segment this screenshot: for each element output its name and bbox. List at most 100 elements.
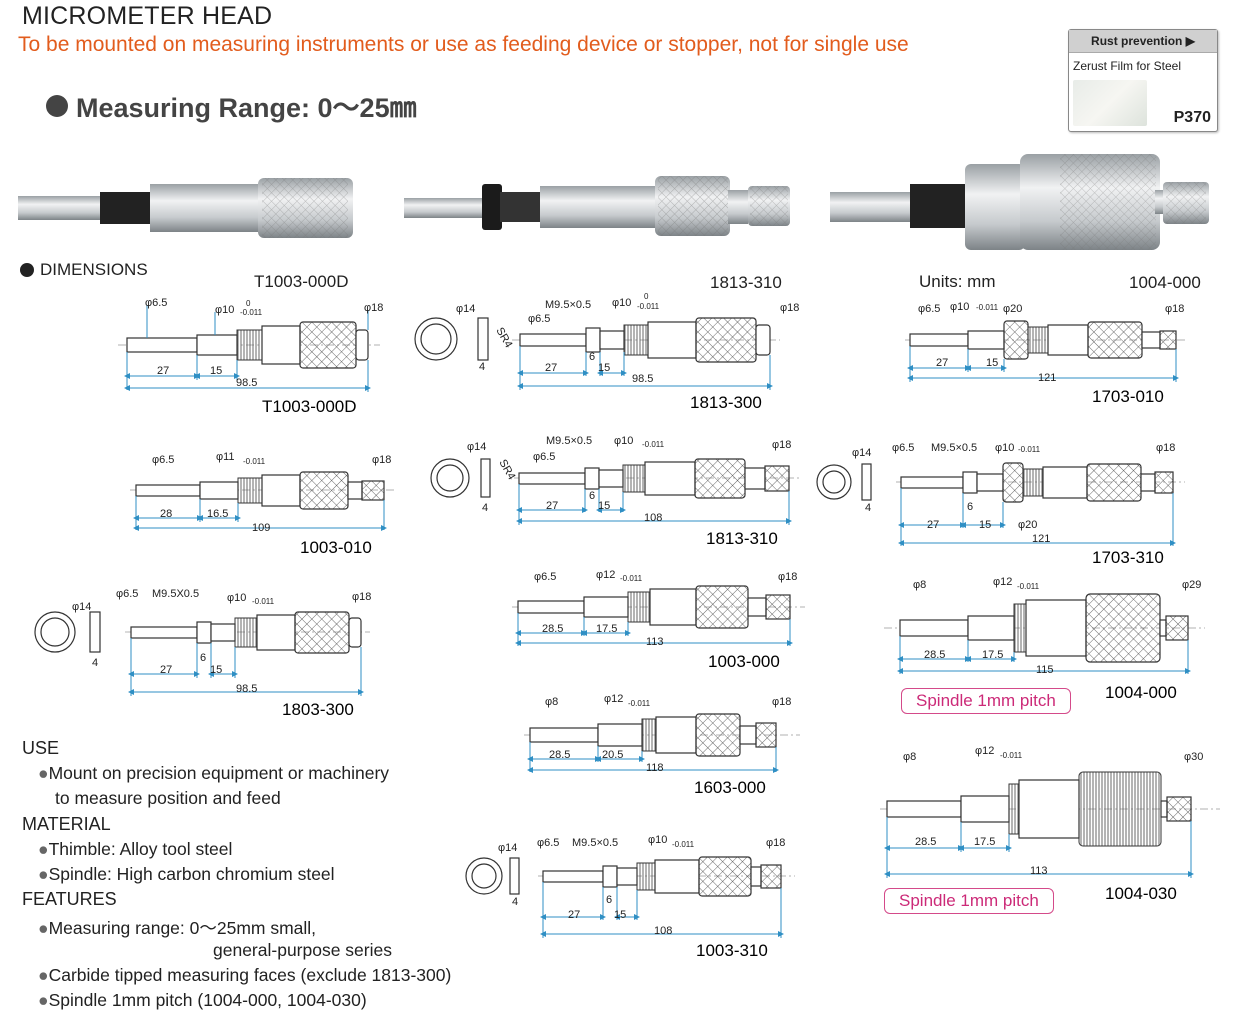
- dim-121: 121: [1032, 533, 1050, 545]
- use-item: ●Mount on precision equipment or machine…: [38, 763, 389, 784]
- dim-d18: φ18: [778, 571, 797, 583]
- dim-d18: φ18: [772, 696, 791, 708]
- dim-tol: -0.011: [1000, 751, 1023, 760]
- dim-115: 115: [1036, 664, 1054, 676]
- drawing-1703-310: [816, 462, 1185, 546]
- dim-121: 121: [1038, 372, 1056, 384]
- dim-4: 4: [865, 502, 871, 514]
- measuring-range-text: Measuring Range: 0～25㎜: [76, 93, 417, 123]
- model-label: 1813-310: [706, 529, 778, 548]
- feature-item: ●Measuring range: 0～25mm small,: [38, 915, 316, 940]
- play-arrow-icon: ▶: [1185, 34, 1195, 48]
- dim-985: 98.5: [236, 377, 257, 389]
- dimensions-heading: DIMENSIONS: [20, 260, 148, 280]
- dim-sr4: SR4: [496, 458, 517, 483]
- dim-285: 28.5: [924, 649, 945, 661]
- dim-m95: M9.5×0.5: [572, 837, 618, 849]
- bullet-icon: ●: [38, 990, 49, 1010]
- dim-d65: φ6.5: [528, 313, 550, 325]
- model-label: 1803-300: [282, 700, 354, 719]
- dim-d65: φ6.5: [533, 451, 555, 463]
- bullet-icon: ●: [38, 864, 49, 884]
- dim-d8: φ8: [913, 579, 926, 591]
- dim-28: 28: [160, 508, 172, 520]
- photo-label-1: T1003-000D: [254, 272, 349, 291]
- feature-item: ●Carbide tipped measuring faces (exclude…: [38, 965, 451, 986]
- bullet-icon: [20, 263, 34, 277]
- material-text: Spindle: High carbon chromium steel: [48, 864, 335, 884]
- dim-d10: φ10: [995, 442, 1014, 454]
- model-label: 1603-000: [694, 778, 766, 797]
- dim-6: 6: [200, 652, 206, 664]
- dim-d8: φ8: [903, 751, 916, 763]
- dim-15: 15: [979, 519, 991, 531]
- model-label: 1003-010: [300, 538, 372, 557]
- dim-165: 16.5: [207, 508, 228, 520]
- dim-d30: φ30: [1184, 751, 1203, 763]
- dim-108: 108: [644, 512, 662, 524]
- drawing-1003-000: [512, 585, 805, 646]
- page-subtitle: To be mounted on measuring instruments o…: [18, 33, 909, 56]
- dim-27: 27: [546, 500, 558, 512]
- dim-tol: -0.011: [1017, 582, 1040, 591]
- photo-t1003-000d: [18, 178, 353, 238]
- model-label: 1003-000: [708, 652, 780, 671]
- photo-label-3: 1004-000: [1129, 273, 1201, 292]
- dim-d20: φ20: [1003, 303, 1022, 315]
- spindle-pitch-badge: Spindle 1mm pitch: [884, 888, 1054, 914]
- dim-d65: φ6.5: [116, 588, 138, 600]
- dim-d18: φ18: [772, 439, 791, 451]
- feature-item-cont: general-purpose series: [213, 940, 392, 960]
- dim-6: 6: [967, 501, 973, 513]
- photo-1813-310: [404, 176, 790, 236]
- dim-175: 17.5: [596, 623, 617, 635]
- model-label: 1703-010: [1092, 387, 1164, 406]
- dim-m95: M9.5×0.5: [931, 442, 977, 454]
- measuring-range-heading: Measuring Range: 0～25㎜: [46, 86, 417, 125]
- drawing-1003-010: [130, 471, 395, 531]
- dim-285: 28.5: [542, 623, 563, 635]
- dim-tol: 0: [246, 299, 251, 308]
- dim-d12: φ12: [596, 569, 615, 581]
- dim-d8: φ8: [545, 696, 558, 708]
- dim-tol: -0.011: [243, 457, 266, 466]
- dim-6: 6: [589, 351, 595, 363]
- dim-tol: 0: [644, 292, 649, 301]
- material-heading: MATERIAL: [22, 814, 111, 834]
- dim-205: 20.5: [602, 749, 623, 761]
- dim-6: 6: [606, 894, 612, 906]
- bullet-icon: ●: [38, 918, 49, 938]
- material-item: ●Thimble: Alloy tool steel: [38, 839, 232, 860]
- dim-d10: φ10: [648, 834, 667, 846]
- dim-d10: φ10: [614, 435, 633, 447]
- dim-285: 28.5: [915, 836, 936, 848]
- dim-15: 15: [986, 357, 998, 369]
- feature-text: Spindle 1mm pitch (1004-000, 1004-030): [48, 990, 367, 1010]
- dim-d18: φ18: [364, 302, 383, 314]
- dim-15: 15: [598, 500, 610, 512]
- dim-175: 17.5: [982, 649, 1003, 661]
- dim-4: 4: [479, 361, 485, 373]
- model-label: 1004-000: [1105, 683, 1177, 702]
- dim-4: 4: [512, 896, 518, 908]
- rust-prevention-box[interactable]: Rust prevention ▶ Zerust Film for Steel …: [1068, 29, 1218, 132]
- photo-label-2: 1813-310: [710, 273, 782, 292]
- dim-d10: φ10: [215, 304, 234, 316]
- drawing-1004-000: [884, 593, 1205, 674]
- dim-tol: -0.011: [672, 840, 695, 849]
- features-heading: FEATURES: [22, 889, 117, 909]
- dim-d20: φ20: [1018, 519, 1037, 531]
- page-title: MICROMETER HEAD: [22, 2, 273, 30]
- dim-d65: φ6.5: [534, 571, 556, 583]
- drawing-t1003-000d: [118, 305, 380, 392]
- dim-15: 15: [614, 909, 626, 921]
- dim-285: 28.5: [549, 749, 570, 761]
- dim-175: 17.5: [974, 836, 995, 848]
- dim-113: 113: [646, 636, 664, 648]
- drawing-1803-300: [34, 611, 370, 696]
- rust-film-label: Zerust Film for Steel: [1073, 59, 1182, 73]
- dim-d14: φ14: [456, 303, 475, 315]
- dim-tol: -0.011: [1018, 445, 1041, 454]
- photo-1004-000: [830, 154, 1209, 250]
- drawing-1813-310: [430, 458, 800, 525]
